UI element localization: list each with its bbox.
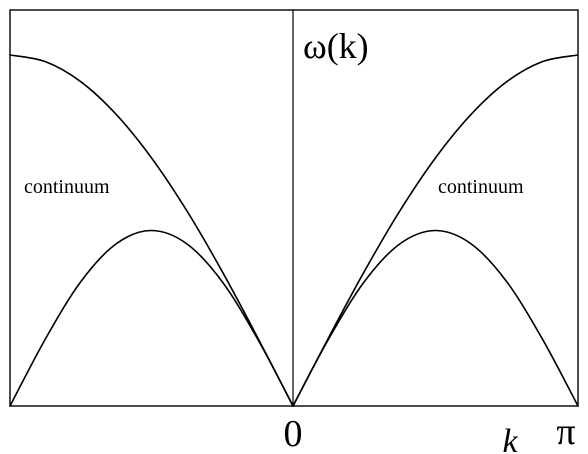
x-tick-label-pi: π: [556, 411, 575, 453]
plot-frame: [9, 9, 579, 407]
upper-continuum-boundary-curve: [9, 54, 579, 407]
y-axis-label: ω(k): [303, 26, 369, 66]
x-tick-label-zero: 0: [284, 413, 303, 454]
lower-continuum-boundary-curve: [9, 229, 579, 407]
continuum-label-left: continuum: [24, 176, 110, 198]
x-axis-label: k: [502, 423, 518, 454]
continuum-label-right: continuum: [438, 176, 524, 198]
